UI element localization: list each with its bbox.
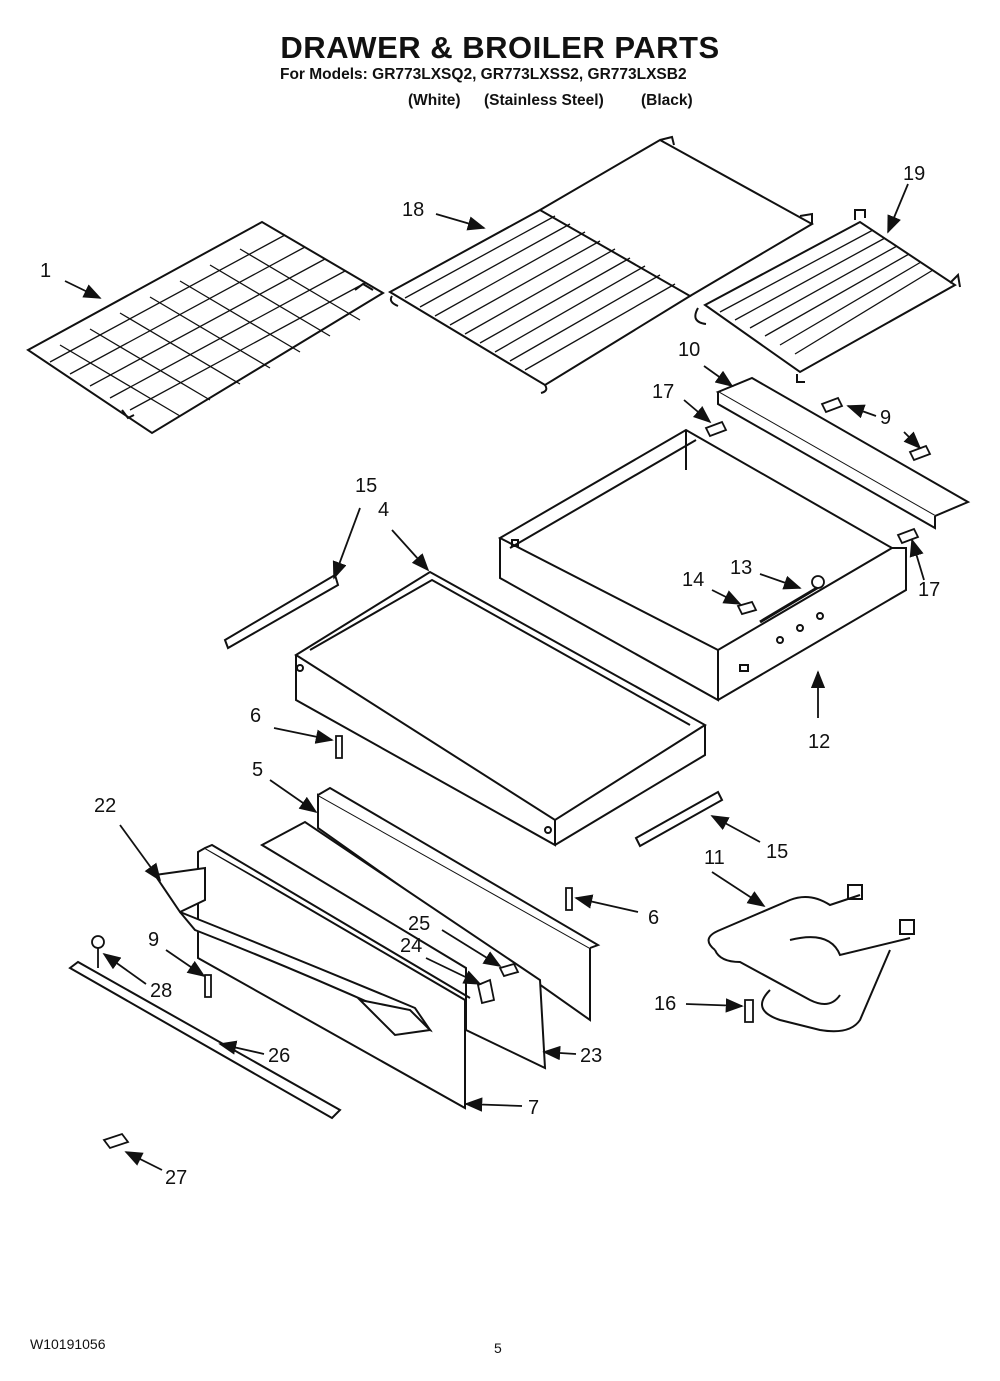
callout-9-top: 9 (880, 407, 891, 429)
callout-24: 24 (400, 935, 422, 957)
callout-6-right: 6 (648, 907, 659, 929)
page-title: DRAWER & BROILER PARTS (280, 30, 720, 65)
part-trim-strip (68, 960, 342, 1120)
callout-17-top: 17 (652, 381, 674, 403)
part-broil-element (707, 884, 915, 1033)
part-broiler-pan (387, 135, 815, 394)
callout-28: 28 (150, 980, 172, 1002)
callout-16: 16 (654, 993, 676, 1015)
variant-white: (White) (408, 92, 461, 109)
part-inner-panel (317, 786, 601, 1022)
callout-14: 14 (682, 569, 704, 591)
callout-26: 26 (268, 1045, 290, 1067)
callout-10: 10 (678, 339, 700, 361)
callout-6-left: 6 (250, 705, 261, 727)
part-slide-left (223, 573, 340, 650)
part-frame-bar (715, 376, 971, 530)
page-number: 5 (494, 1340, 502, 1356)
callout-27: 27 (165, 1167, 187, 1189)
callout-11: 11 (704, 847, 725, 869)
callout-12: 12 (808, 731, 830, 753)
part-gasket-panel (259, 820, 547, 1070)
part-oven-rack (26, 220, 385, 435)
part-broiler-grid (694, 209, 961, 383)
callout-1: 1 (40, 260, 51, 282)
part-slide-right (634, 790, 724, 848)
callout-13: 13 (730, 557, 752, 579)
callout-19: 19 (903, 163, 925, 185)
part-drawer-frame (497, 428, 907, 702)
callout-15-right: 15 (766, 841, 788, 863)
models-line: For Models: GR773LXSQ2, GR773LXSS2, GR77… (280, 66, 687, 83)
callout-18: 18 (402, 199, 424, 221)
screws (91, 396, 932, 1150)
callout-23: 23 (580, 1045, 602, 1067)
callout-17-right: 17 (918, 579, 940, 601)
callout-5: 5 (252, 759, 263, 781)
callout-9-bottom: 9 (148, 929, 159, 951)
variant-stainless: (Stainless Steel) (484, 92, 604, 109)
callout-labels: 1 18 19 10 17 9 15 4 13 14 17 12 6 5 22 … (40, 163, 940, 1189)
callout-25: 25 (408, 913, 430, 935)
callout-4: 4 (378, 499, 389, 521)
variant-black: (Black) (641, 92, 693, 109)
callout-arrows (64, 183, 925, 1171)
callout-15-left: 15 (355, 475, 377, 497)
part-handle (153, 866, 433, 1037)
part-drawer-pan (294, 570, 707, 847)
callout-7: 7 (528, 1097, 539, 1119)
document-number: W10191056 (30, 1336, 106, 1352)
callout-22: 22 (94, 795, 116, 817)
